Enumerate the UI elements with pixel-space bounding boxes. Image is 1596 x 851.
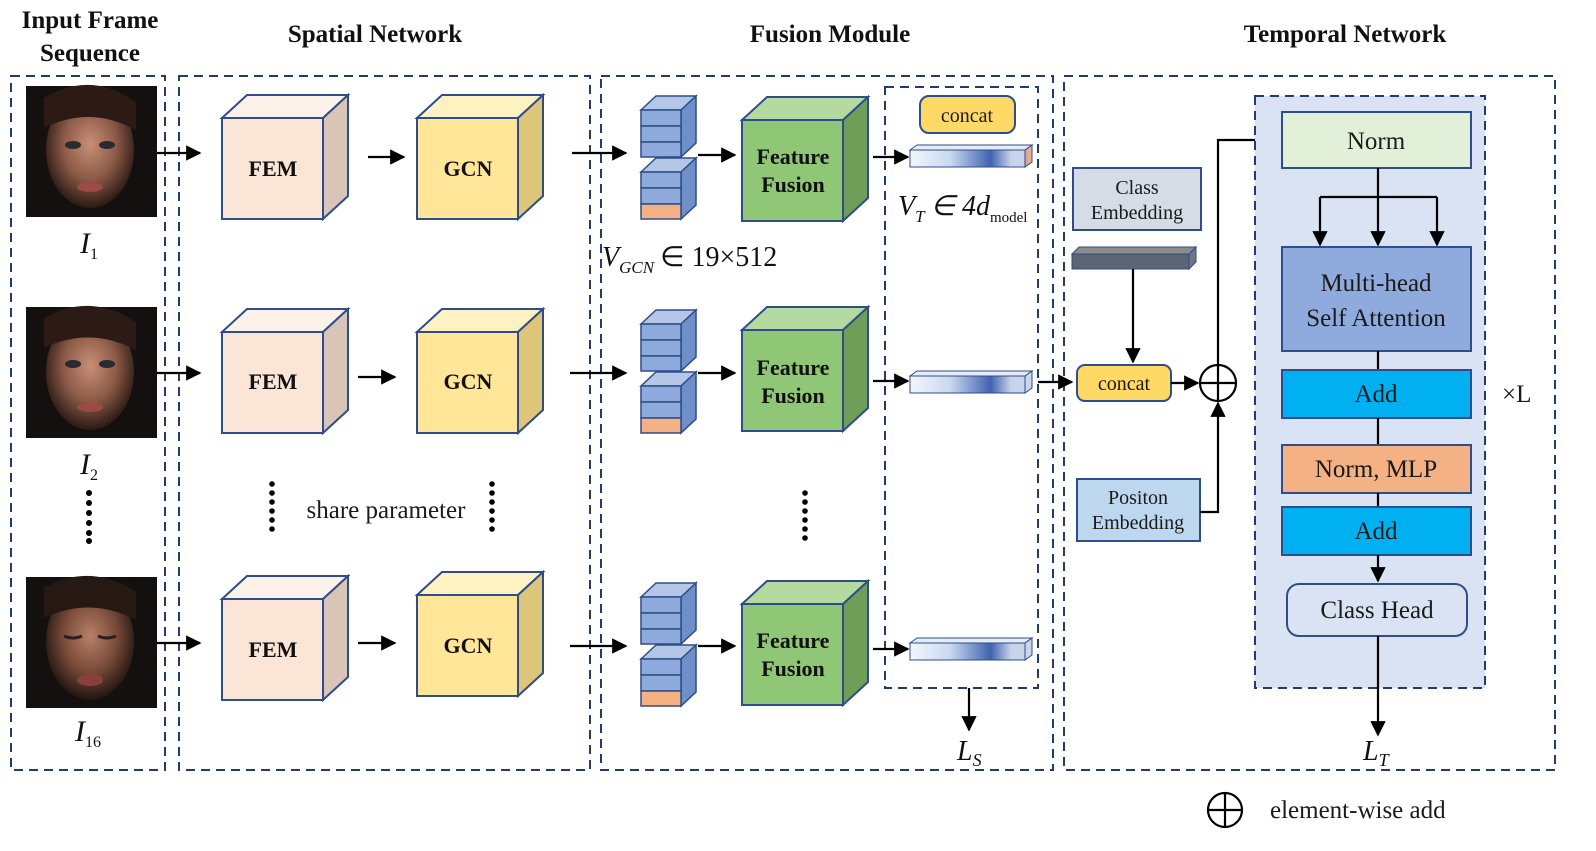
feature-fusion-cube-3: Feature Fusion <box>739 578 871 708</box>
gcn-cube-2: GCN <box>414 306 546 436</box>
temporal-concat-label: concat <box>1098 373 1151 395</box>
position-embedding-label-2: Embedding <box>1092 512 1184 534</box>
gcn-feature-stack-3 <box>639 581 698 708</box>
spatial-network-region <box>178 75 591 771</box>
add-box-1 <box>1281 369 1472 419</box>
fem-label-3: FEM <box>249 637 298 662</box>
element-wise-add-icon <box>1198 363 1238 403</box>
feature-fusion-label-1a: Feature <box>757 144 830 169</box>
frame-1-label: I1 <box>79 227 98 263</box>
repeat-label: ×L <box>1502 381 1531 408</box>
position-embedding-label-1: Positon <box>1108 487 1168 509</box>
legend-label: element-wise add <box>1270 797 1446 824</box>
vt-vectors-region <box>884 86 1039 689</box>
position-embedding-box <box>1076 478 1201 542</box>
gcn-cube-3: GCN <box>414 569 546 699</box>
loss-t-label: LT <box>1362 736 1391 770</box>
frame-2-image <box>26 305 157 438</box>
arrow-position-to-add <box>1200 401 1226 514</box>
gcn-label-2: GCN <box>444 369 493 394</box>
gcn-feature-stack-1 <box>639 94 698 221</box>
gcn-feature-stack-2 <box>639 308 698 435</box>
temporal-network-region <box>1063 75 1556 771</box>
norm-label: Norm <box>1347 128 1406 155</box>
class-head-label: Class Head <box>1320 597 1434 624</box>
fusion-module-region <box>600 75 1054 771</box>
fem-label-1: FEM <box>249 156 298 181</box>
feature-fusion-label-2a: Feature <box>757 355 830 380</box>
class-embedding-label-1: Class <box>1115 177 1159 199</box>
fusion-concat-box <box>919 95 1016 134</box>
loss-s-label: LS <box>956 736 982 770</box>
input-header-line2: Sequence <box>40 40 140 67</box>
norm-mlp-box <box>1281 444 1472 494</box>
vt-vector-3 <box>908 637 1034 661</box>
feature-fusion-label-3a: Feature <box>757 628 830 653</box>
mhsa-label-1: Multi-head <box>1320 270 1432 297</box>
norm-box <box>1281 111 1472 169</box>
fem-label-2: FEM <box>249 369 298 394</box>
fusion-module-header: Fusion Module <box>750 21 910 48</box>
feature-fusion-label-2b: Fusion <box>761 383 825 408</box>
vt-label: VT∈ 4dmodel <box>898 191 1027 226</box>
input-header-line1: Input Frame <box>22 7 159 34</box>
feature-fusion-ellipsis <box>802 490 808 541</box>
add-label-1: Add <box>1354 381 1398 408</box>
vgcn-label: VGCN∈ 19×512 <box>602 242 777 277</box>
frame-16-image <box>26 575 157 708</box>
vt-vector-1 <box>908 144 1034 168</box>
share-dots-right <box>489 481 495 532</box>
class-embedding-box <box>1072 167 1202 231</box>
fem-cube-2: FEM <box>219 306 351 436</box>
add-label-2: Add <box>1354 518 1398 545</box>
share-dots-left <box>269 481 275 532</box>
temporal-network-header: Temporal Network <box>1244 21 1447 48</box>
legend-add-icon <box>1206 791 1244 829</box>
add-box-2 <box>1281 506 1472 556</box>
feature-fusion-cube-2: Feature Fusion <box>739 304 871 434</box>
frame-2-label: I2 <box>79 448 98 484</box>
mhsa-box <box>1281 246 1472 352</box>
fusion-concat-label: concat <box>941 105 994 127</box>
feature-fusion-label-1b: Fusion <box>761 172 825 197</box>
spatial-network-header: Spatial Network <box>288 21 462 48</box>
class-embedding-label-2: Embedding <box>1091 202 1183 224</box>
norm-mlp-label: Norm, MLP <box>1315 456 1437 483</box>
class-token-vector <box>1070 245 1198 271</box>
feature-fusion-cube-1: Feature Fusion <box>739 94 871 224</box>
frames-ellipsis <box>86 490 92 544</box>
mhsa-label-2: Self Attention <box>1306 305 1446 332</box>
input-frames-region <box>10 75 166 771</box>
frame-16-label: I16 <box>74 715 101 751</box>
gcn-label-3: GCN <box>444 633 493 658</box>
share-parameter-label: share parameter <box>307 497 467 524</box>
vt-vector-2 <box>908 370 1034 394</box>
frame-1-image <box>26 84 157 217</box>
fem-cube-3: FEM <box>219 573 351 703</box>
fem-cube-1: FEM <box>219 92 351 222</box>
feature-fusion-label-3b: Fusion <box>761 656 825 681</box>
gcn-cube-1: GCN <box>414 92 546 222</box>
gcn-label-1: GCN <box>444 156 493 181</box>
